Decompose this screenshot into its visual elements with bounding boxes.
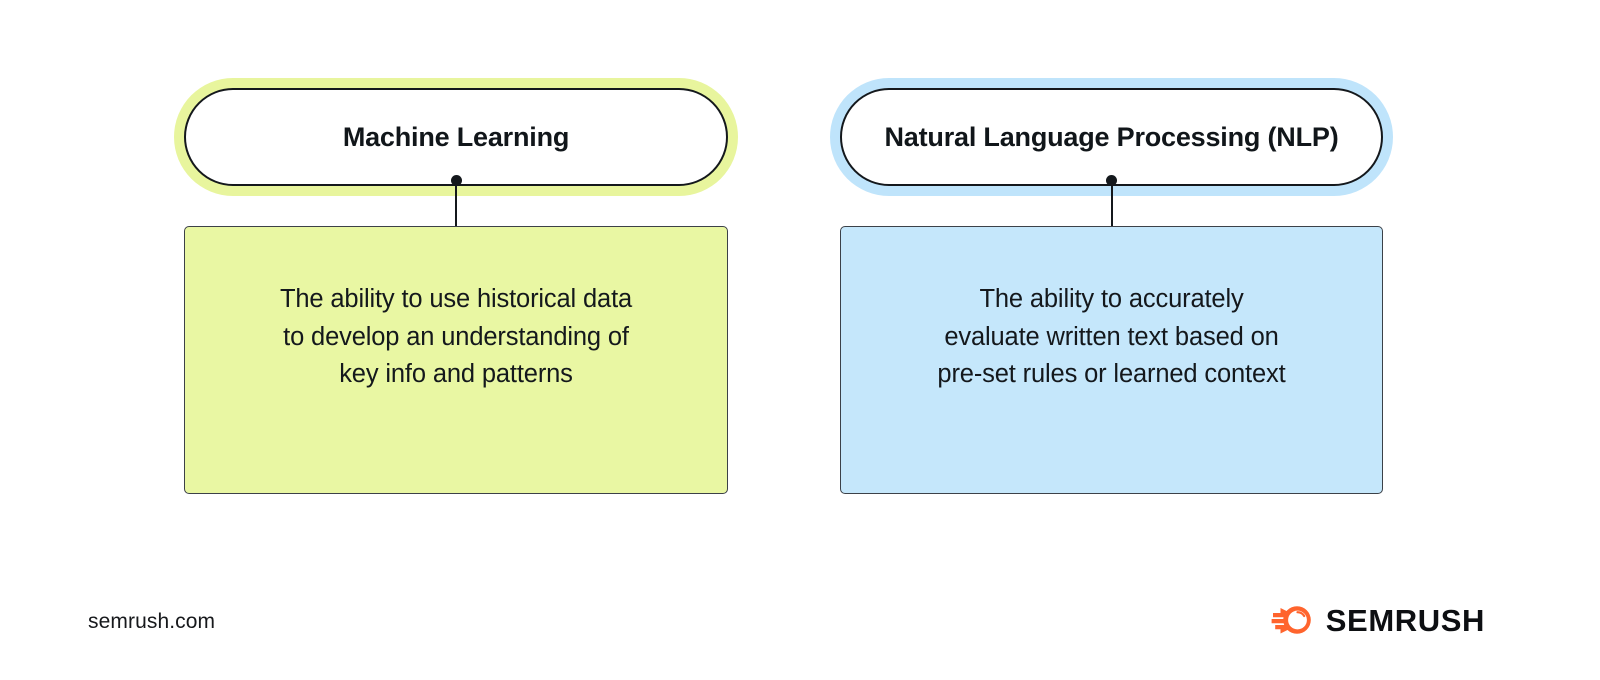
concept-column-machine-learning: Machine Learning The ability to use hist… — [174, 0, 738, 680]
semrush-logo: SEMRUSH — [1271, 604, 1485, 636]
description-text: The ability to use historical data to de… — [279, 285, 633, 388]
header-pill-machine-learning: Machine Learning — [174, 78, 738, 196]
semrush-comet-icon — [1271, 604, 1313, 636]
pill-title: Natural Language Processing (NLP) — [884, 121, 1339, 152]
connector-line — [450, 175, 462, 228]
pill-body: Natural Language Processing (NLP) — [840, 88, 1383, 186]
connector-line — [1106, 175, 1117, 228]
pill-body: Machine Learning — [184, 88, 728, 186]
connector-dot — [450, 175, 462, 186]
description-text: The ability to accurately evaluate writt… — [937, 285, 1286, 388]
description-card: The ability to accurately evaluate writt… — [840, 226, 1383, 494]
concept-column-nlp: Natural Language Processing (NLP) The ab… — [830, 0, 1393, 680]
source-url: semrush.com — [88, 610, 216, 633]
header-pill-nlp: Natural Language Processing (NLP) — [830, 78, 1393, 196]
description-card: The ability to use historical data to de… — [184, 226, 728, 494]
pill-title: Machine Learning — [342, 121, 570, 152]
connector-dot — [1106, 175, 1117, 186]
semrush-wordmark: SEMRUSH — [1325, 602, 1485, 638]
